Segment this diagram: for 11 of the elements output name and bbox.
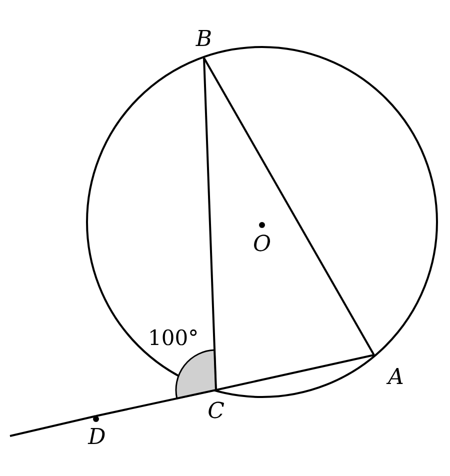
point-label: C [208, 400, 224, 424]
line-segment [216, 354, 374, 391]
point-label: A [388, 366, 404, 390]
line-segment [96, 389, 216, 417]
line-segment [203, 58, 217, 390]
line-segment [10, 415, 96, 437]
angle-label: 100° [148, 326, 199, 350]
point-label: D [88, 426, 106, 450]
point-label: O [252, 233, 272, 257]
line-segment [203, 58, 375, 356]
point-label: B [196, 28, 212, 52]
